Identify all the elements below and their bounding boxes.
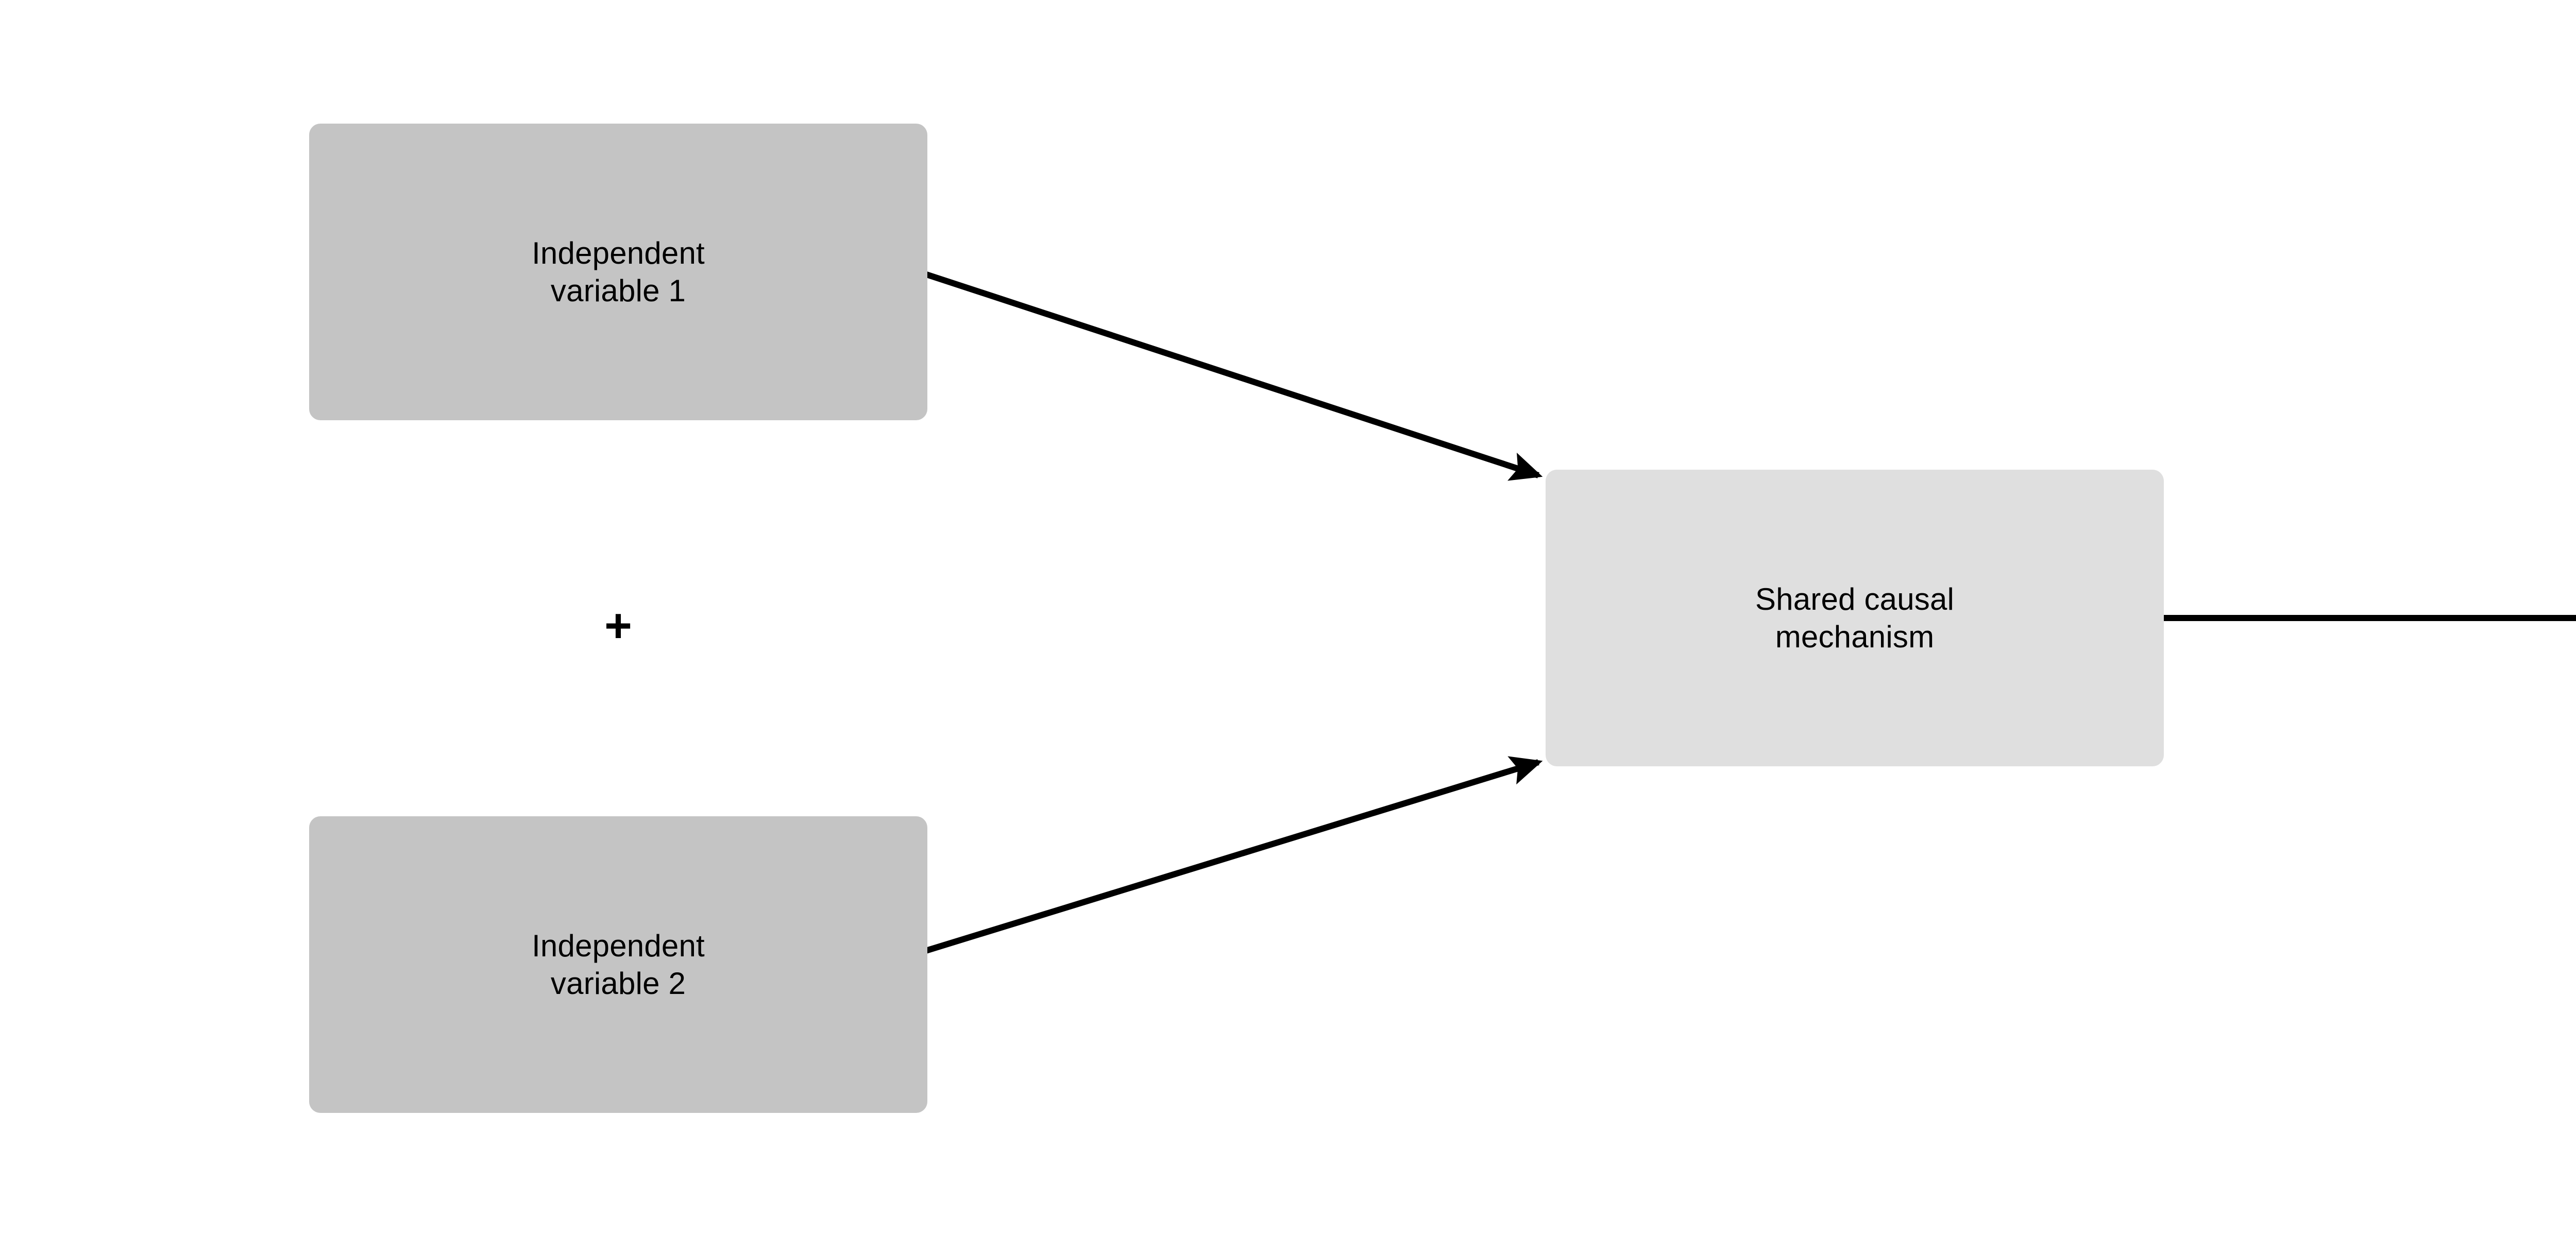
plus-operator-icon: + [567, 574, 670, 677]
edge-iv2-to-mechanism [910, 756, 1543, 958]
node-independent-variable-1[interactable]: Independent variable 1 [309, 124, 927, 420]
edge-iv1-to-mechanism [910, 266, 1543, 481]
node-shared-causal-mechanism[interactable]: Shared causal mechanism [1546, 470, 2164, 766]
plus-operator-symbol: + [604, 599, 632, 652]
node-label-shared-causal-mechanism: Shared causal mechanism [1755, 581, 1955, 654]
node-label-independent-variable-2: Independent variable 2 [532, 928, 705, 1001]
node-independent-variable-2[interactable]: Independent variable 2 [309, 816, 927, 1113]
node-label-independent-variable-1: Independent variable 1 [532, 235, 705, 308]
